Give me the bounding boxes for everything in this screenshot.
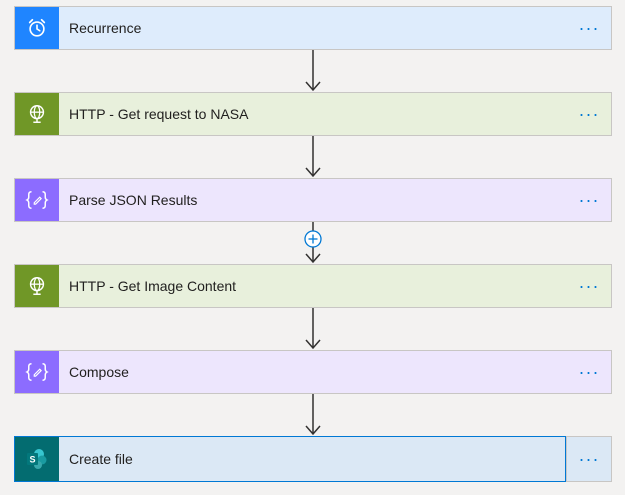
json-icon-box bbox=[15, 179, 59, 221]
more-options-button[interactable]: ··· bbox=[566, 437, 611, 481]
step-title: HTTP - Get Image Content bbox=[69, 278, 237, 294]
more-options-button[interactable]: ··· bbox=[578, 189, 600, 210]
step-title: Recurrence bbox=[69, 20, 142, 36]
step-title: Create file bbox=[69, 451, 133, 467]
insert-step-button[interactable] bbox=[304, 230, 322, 248]
sharepoint-icon-box: S bbox=[15, 437, 59, 481]
step-title: Parse JSON Results bbox=[69, 192, 198, 208]
step-title: HTTP - Get request to NASA bbox=[69, 106, 249, 122]
more-options-button[interactable]: ··· bbox=[578, 275, 600, 296]
http-icon-box bbox=[15, 265, 59, 307]
connector-arrow bbox=[304, 136, 322, 178]
svg-text:S: S bbox=[29, 455, 35, 465]
step-create-file[interactable]: S Create file ··· bbox=[14, 436, 612, 482]
step-http-image[interactable]: HTTP - Get Image Content ··· bbox=[14, 264, 612, 308]
connector-arrow bbox=[304, 50, 322, 92]
plus-circle-icon bbox=[304, 230, 322, 248]
compose-icon-box bbox=[15, 351, 59, 393]
connector-arrow bbox=[304, 308, 322, 350]
step-title: Compose bbox=[69, 364, 129, 380]
connector-arrow bbox=[304, 394, 322, 436]
step-parse-json[interactable]: Parse JSON Results ··· bbox=[14, 178, 612, 222]
step-recurrence[interactable]: Recurrence ··· bbox=[14, 6, 612, 50]
globe-icon bbox=[29, 277, 45, 295]
sharepoint-icon: S bbox=[27, 449, 47, 469]
more-options-button[interactable]: ··· bbox=[578, 103, 600, 124]
more-options-button[interactable]: ··· bbox=[578, 361, 600, 382]
recurrence-icon-box bbox=[15, 7, 59, 49]
curly-braces-icon bbox=[25, 191, 49, 209]
more-options-button[interactable]: ··· bbox=[578, 17, 600, 38]
globe-icon bbox=[29, 105, 45, 123]
http-icon-box bbox=[15, 93, 59, 135]
step-create-file-main[interactable]: S Create file bbox=[14, 436, 566, 482]
step-http-nasa[interactable]: HTTP - Get request to NASA ··· bbox=[14, 92, 612, 136]
step-compose[interactable]: Compose ··· bbox=[14, 350, 612, 394]
curly-braces-icon bbox=[25, 363, 49, 381]
alarm-clock-icon bbox=[28, 18, 46, 37]
